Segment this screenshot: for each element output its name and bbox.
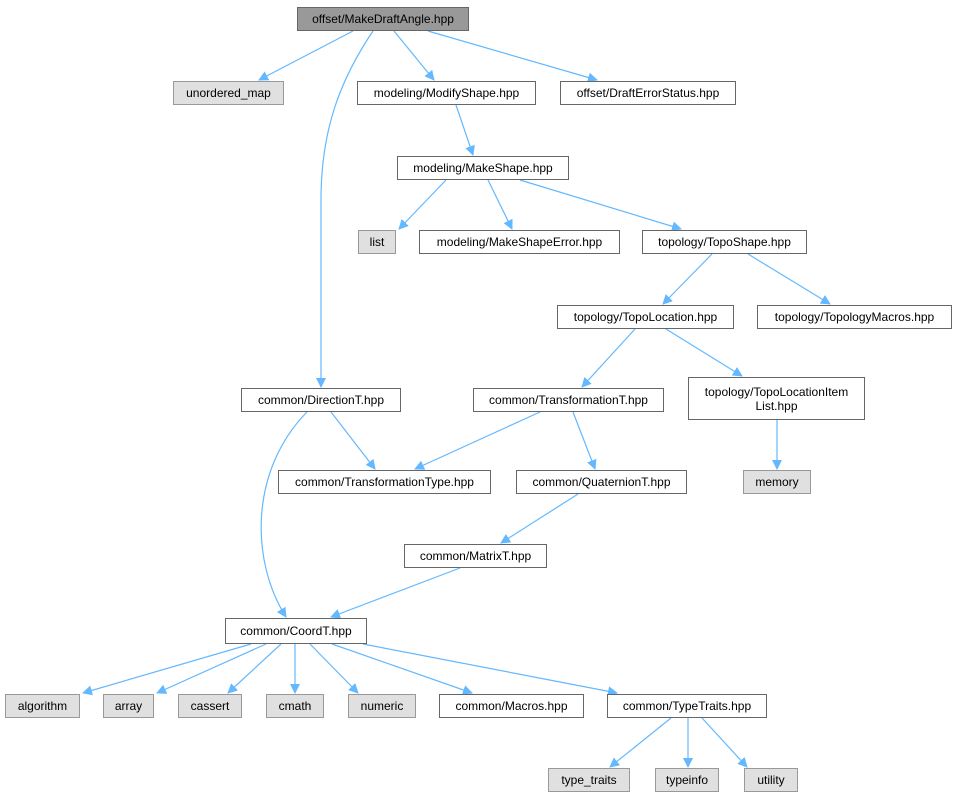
node-label-line-2: List.hpp <box>755 398 798 413</box>
node-algorithm[interactable]: algorithm <box>5 694 80 718</box>
node-list[interactable]: list <box>358 230 396 254</box>
node-topology-macros[interactable]: topology/TopologyMacros.hpp <box>757 305 952 329</box>
edge <box>309 643 359 694</box>
node-make-shape-error[interactable]: modeling/MakeShapeError.hpp <box>419 230 620 254</box>
node-quaternion-t[interactable]: common/QuaternionT.hpp <box>516 470 687 494</box>
edge <box>427 30 598 83</box>
edge <box>581 328 636 388</box>
node-direction-t[interactable]: common/DirectionT.hpp <box>241 388 401 412</box>
node-topo-location[interactable]: topology/TopoLocation.hpp <box>557 305 734 329</box>
node-array[interactable]: array <box>103 694 154 718</box>
node-numeric[interactable]: numeric <box>348 694 416 718</box>
node-type-traits-hpp[interactable]: common/TypeTraits.hpp <box>607 694 767 718</box>
edge <box>316 30 374 388</box>
node-type-traits[interactable]: type_traits <box>548 768 630 792</box>
node-coord-t[interactable]: common/CoordT.hpp <box>225 618 367 644</box>
node-make-draft-angle[interactable]: offset/MakeDraftAngle.hpp <box>297 7 469 31</box>
node-matrix-t[interactable]: common/MatrixT.hpp <box>404 544 547 568</box>
node-utility[interactable]: utility <box>744 768 798 792</box>
node-make-shape[interactable]: modeling/MakeShape.hpp <box>397 156 569 180</box>
node-topo-location-item-list[interactable]: topology/TopoLocationItem List.hpp <box>688 377 865 420</box>
edge <box>82 643 252 696</box>
edge <box>258 30 354 81</box>
edge <box>156 643 267 694</box>
edge <box>330 411 376 470</box>
edge <box>260 411 308 618</box>
edge <box>362 643 618 697</box>
edge <box>519 179 682 232</box>
edge <box>572 411 597 470</box>
node-label-line-1: topology/TopoLocationItem <box>704 384 849 399</box>
edge <box>393 30 435 81</box>
edge <box>414 411 541 470</box>
node-topo-shape[interactable]: topology/TopoShape.hpp <box>642 230 807 254</box>
edge <box>487 179 513 230</box>
node-macros[interactable]: common/Macros.hpp <box>439 694 584 718</box>
edge <box>665 328 743 377</box>
node-draft-error-status[interactable]: offset/DraftErrorStatus.hpp <box>560 81 736 105</box>
edge <box>398 179 447 230</box>
node-memory[interactable]: memory <box>743 470 811 494</box>
edge <box>500 493 579 544</box>
node-transformation-type[interactable]: common/TransformationType.hpp <box>278 470 491 494</box>
edge <box>701 717 748 768</box>
edge <box>455 104 475 156</box>
node-typeinfo[interactable]: typeinfo <box>655 768 719 792</box>
edge <box>662 253 713 305</box>
edge <box>227 643 282 694</box>
edge <box>609 717 672 768</box>
edge <box>330 567 461 619</box>
node-cassert[interactable]: cassert <box>178 694 242 718</box>
edge <box>747 253 831 305</box>
edge <box>331 643 473 695</box>
node-cmath[interactable]: cmath <box>266 694 324 718</box>
node-unordered-map[interactable]: unordered_map <box>173 81 284 105</box>
node-transformation-t[interactable]: common/TransformationT.hpp <box>473 388 664 412</box>
node-modify-shape[interactable]: modeling/ModifyShape.hpp <box>357 81 536 105</box>
